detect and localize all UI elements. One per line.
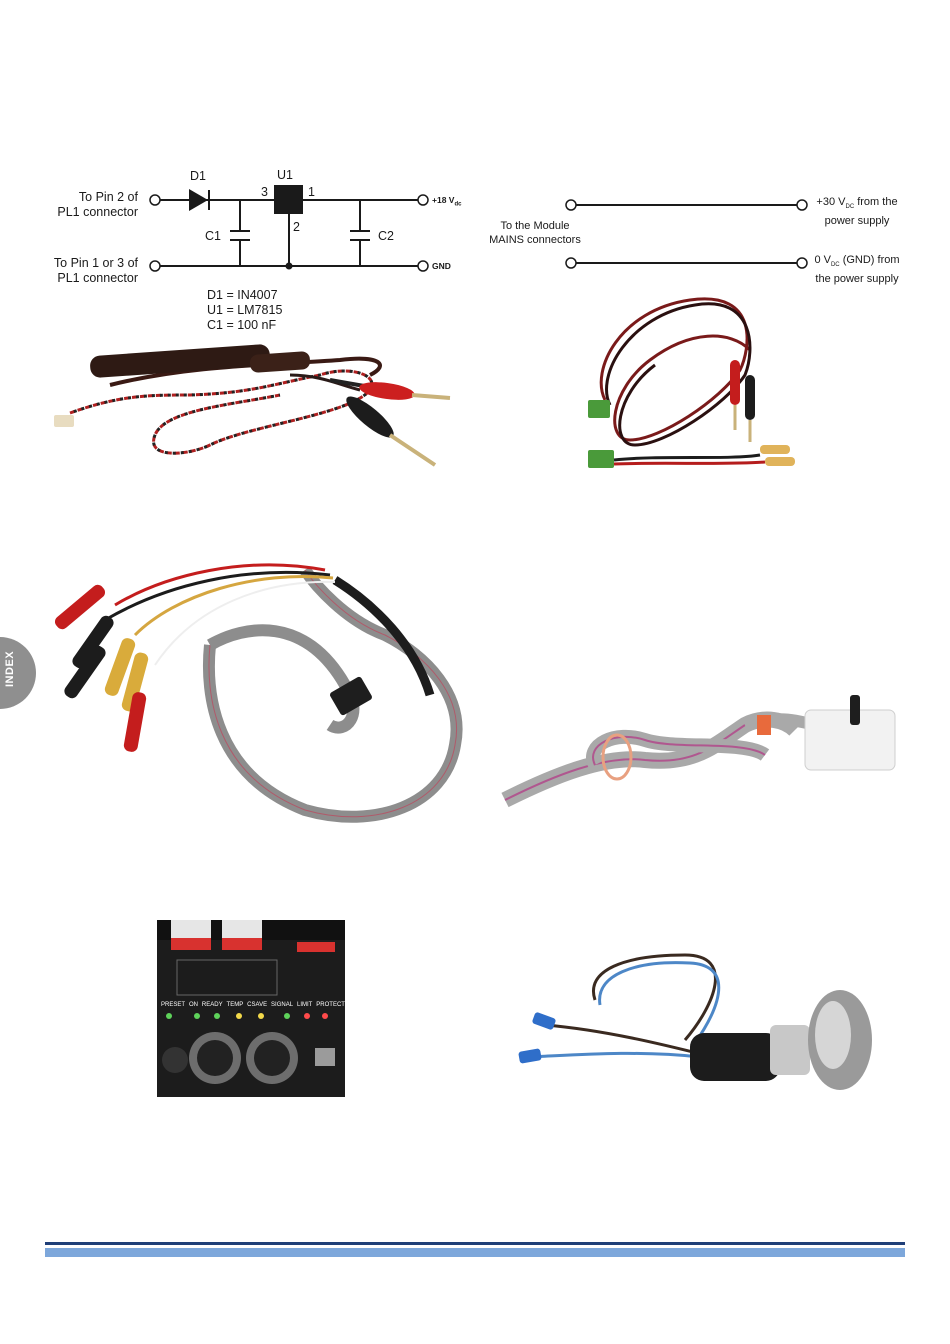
front-panel-board-illustration xyxy=(157,920,345,1097)
ribbon-lead-photo xyxy=(45,545,470,830)
panel-label-temp: TEMP xyxy=(227,1002,244,1008)
gnd-label: 0 VDC (GND) from the power supply xyxy=(811,253,903,286)
panel-label-ready: READY xyxy=(202,1002,223,1008)
c1-label: C1 xyxy=(205,229,221,244)
component-legend: D1 = IN4007 U1 = LM7815 C1 = 100 nF xyxy=(207,288,282,333)
pin3-label: 3 xyxy=(261,185,268,200)
pin13-label-line2: PL1 connector xyxy=(40,271,138,286)
pin2-label-line2: PL1 connector xyxy=(40,205,138,220)
module-mains-line2: MAINS connectors xyxy=(485,233,585,247)
out-plus-sub: dc xyxy=(454,202,461,208)
lamp-illustration xyxy=(515,945,880,1095)
pin13-label-line1: To Pin 1 or 3 of xyxy=(40,256,138,271)
panel-label-signal: SIGNAL xyxy=(271,1002,293,1008)
c2-label: C2 xyxy=(378,229,394,244)
plus30-line2: power supply xyxy=(811,214,903,228)
out-plus-label: +18 Vdc xyxy=(432,195,461,208)
gnd-rest: (GND) from xyxy=(840,254,900,266)
plus30-sub: DC xyxy=(845,204,854,210)
pin13-label: To Pin 1 or 3 of PL1 connector xyxy=(40,256,138,286)
plus30-label: +30 VDC from the power supply xyxy=(811,195,903,228)
panel-label-csave: CSAVE xyxy=(247,1002,267,1008)
legend-c1: C1 = 100 nF xyxy=(207,318,282,333)
regulator-lead-illustration xyxy=(50,335,460,480)
regulator-lead-photo xyxy=(50,335,460,480)
panel-label-preset: PRESET xyxy=(161,1002,185,1008)
mains-lead-illustration xyxy=(580,290,810,485)
out-gnd-label: GND xyxy=(432,261,451,271)
gnd-sub: DC xyxy=(831,262,840,268)
legend-d1: D1 = IN4007 xyxy=(207,288,282,303)
plus30-main: +30 V xyxy=(816,196,845,208)
panel-led-labels: PRESET ON READY TEMP CSAVE SIGNAL LIMIT … xyxy=(161,1002,345,1008)
legend-u1: U1 = LM7815 xyxy=(207,303,282,318)
pin2-number-label: 2 xyxy=(293,220,300,235)
module-mains-label: To the Module MAINS connectors xyxy=(485,219,585,247)
regulator-schematic: To Pin 2 of PL1 connector To Pin 1 or 3 … xyxy=(40,165,470,335)
ribbon-lead-illustration xyxy=(45,545,470,830)
switch-box-photo xyxy=(495,685,915,825)
gnd-main: 0 V xyxy=(814,254,831,266)
plus30-rest: from the xyxy=(854,196,897,208)
panel-label-protect: PROTECT xyxy=(316,1002,345,1008)
module-mains-line1: To the Module xyxy=(485,219,585,233)
gnd-line2: the power supply xyxy=(811,272,903,286)
out-plus-main: +18 V xyxy=(432,195,454,205)
footer-divider-light xyxy=(45,1248,905,1257)
panel-label-limit: LIMIT xyxy=(297,1002,312,1008)
pin2-label: To Pin 2 of PL1 connector xyxy=(40,190,138,220)
pin1-label: 1 xyxy=(308,185,315,200)
footer-divider-dark xyxy=(45,1242,905,1245)
panel-label-on: ON xyxy=(189,1002,198,1008)
lamp-photo xyxy=(515,945,880,1095)
d1-label: D1 xyxy=(190,169,206,184)
pin2-label-line1: To Pin 2 of xyxy=(40,190,138,205)
front-panel-board-photo: PRESET ON READY TEMP CSAVE SIGNAL LIMIT … xyxy=(157,920,345,1097)
switch-box-illustration xyxy=(495,685,915,825)
u1-label: U1 xyxy=(277,168,293,183)
mains-schematic: To the Module MAINS connectors +30 VDC f… xyxy=(485,190,915,285)
mains-lead-photo xyxy=(580,290,810,485)
index-tab-label[interactable]: INDEX xyxy=(0,659,27,687)
